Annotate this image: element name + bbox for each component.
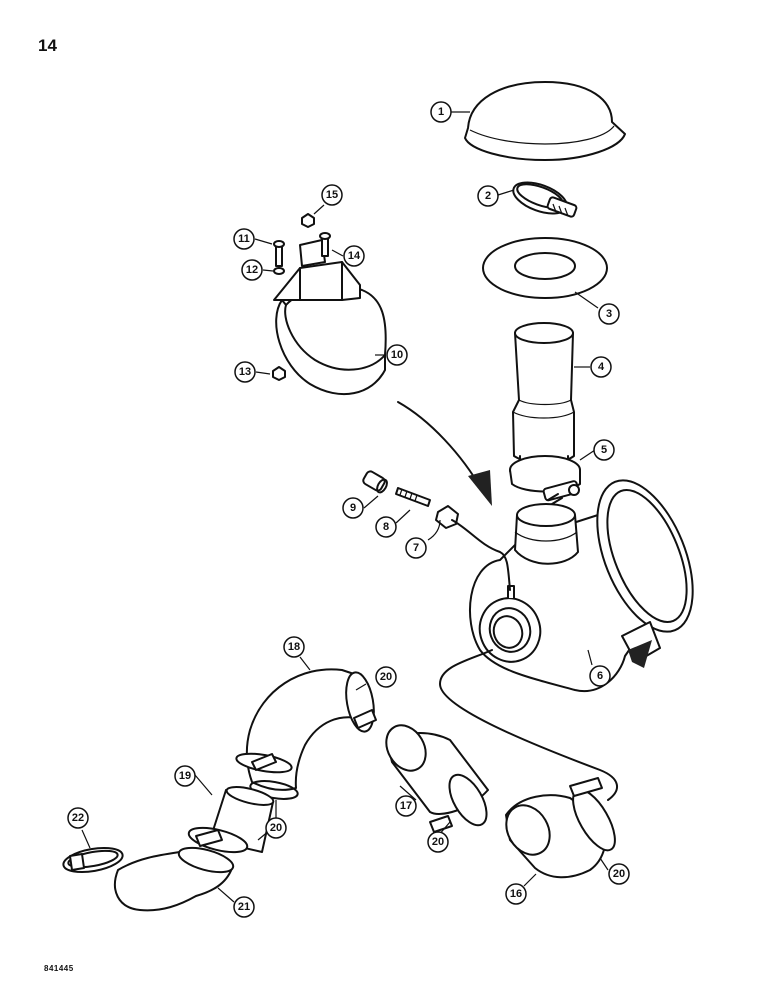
- svg-text:3: 3: [606, 308, 612, 320]
- drawing-code: 841445: [44, 964, 74, 973]
- svg-text:22: 22: [72, 812, 84, 824]
- svg-text:6: 6: [597, 670, 603, 682]
- page-number: 14: [38, 36, 57, 55]
- svg-text:4: 4: [598, 361, 605, 373]
- callout-4: 4: [590, 356, 612, 378]
- connector-tube: [439, 649, 618, 801]
- svg-text:12: 12: [246, 264, 258, 276]
- hose-clamp-top: [512, 181, 578, 218]
- svg-text:16: 16: [510, 888, 522, 900]
- clamp-22: [62, 846, 124, 874]
- mounting-band: [272, 213, 387, 396]
- callout-3: 3: [598, 303, 620, 325]
- callout-6: 6: [589, 665, 611, 687]
- clamp-20-middle: [235, 752, 293, 774]
- svg-text:2: 2: [485, 190, 491, 202]
- clamp-20-on-tube-17: [429, 773, 488, 833]
- air-cleaner-body: [469, 479, 694, 693]
- svg-text:13: 13: [239, 366, 251, 378]
- svg-text:20: 20: [432, 836, 444, 848]
- callout-11: 11: [233, 228, 255, 250]
- svg-text:18: 18: [288, 641, 300, 653]
- callout-1: 1: [430, 101, 452, 123]
- callout-8: 8: [375, 516, 397, 538]
- callout-17: 17: [395, 795, 417, 817]
- callout-19: 19: [174, 765, 196, 787]
- callout-15: 15: [321, 184, 343, 206]
- outlet-tube: [512, 322, 575, 465]
- callout-10: 10: [386, 344, 408, 366]
- svg-text:21: 21: [238, 901, 250, 913]
- callout-2: 2: [477, 185, 499, 207]
- svg-text:10: 10: [391, 349, 403, 361]
- restriction-indicator-fittings: [362, 470, 511, 591]
- svg-text:11: 11: [238, 233, 250, 245]
- svg-text:1: 1: [438, 106, 444, 118]
- callout-22: 22: [67, 807, 89, 829]
- clamp-20-lower: [187, 826, 249, 854]
- svg-text:5: 5: [601, 444, 607, 456]
- callout-20-upper: 20: [375, 666, 397, 688]
- callout-12: 12: [241, 259, 263, 281]
- elbow-21: [113, 846, 235, 912]
- svg-text:19: 19: [179, 770, 191, 782]
- callout-18: 18: [283, 636, 305, 658]
- svg-text:20: 20: [613, 868, 625, 880]
- callout-20-middle: 20: [265, 817, 287, 839]
- clamp-20-upper: [345, 671, 377, 733]
- svg-text:15: 15: [326, 189, 338, 201]
- leader-lines: [81, 111, 609, 903]
- band-clamp-5: [509, 455, 581, 505]
- callout-16: 16: [505, 883, 527, 905]
- callout-20-tube-17: 20: [427, 831, 449, 853]
- callout-14: 14: [343, 245, 365, 267]
- callout-13: 13: [234, 361, 256, 383]
- svg-text:9: 9: [350, 502, 356, 514]
- callout-7: 7: [405, 537, 427, 559]
- svg-text:8: 8: [383, 521, 389, 533]
- rain-cap: [464, 81, 626, 161]
- callout-20-elbow-16: 20: [608, 863, 630, 885]
- svg-text:14: 14: [348, 250, 361, 262]
- gasket-ring: [482, 237, 608, 299]
- assembly-arrow: [397, 401, 492, 506]
- svg-text:20: 20: [380, 671, 392, 683]
- callout-9: 9: [342, 497, 364, 519]
- svg-text:20: 20: [270, 822, 282, 834]
- elbow-16: [505, 777, 616, 879]
- callout-5: 5: [593, 439, 615, 461]
- svg-text:17: 17: [400, 800, 412, 812]
- svg-text:7: 7: [413, 542, 419, 554]
- callout-21: 21: [233, 896, 255, 918]
